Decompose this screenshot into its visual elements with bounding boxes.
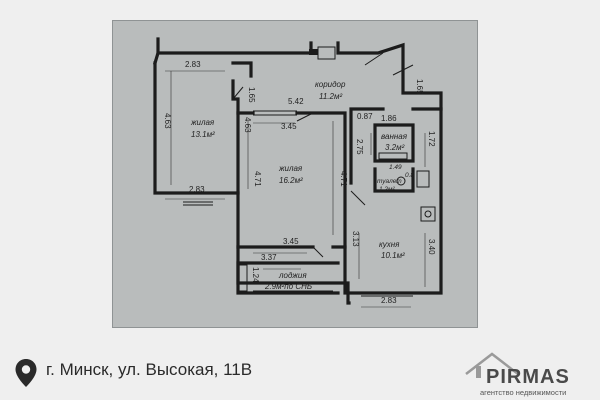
dim-bath-height: 1.72 [427,131,436,147]
location-pin-icon [15,359,37,387]
room-toilet-area: 1.2м² [379,186,395,193]
dim-lines [165,70,426,308]
room-living1-name: жилая [190,118,215,127]
bathtub [378,152,408,160]
brand-logo: PIRMAS агентство недвижимости [462,348,594,397]
wall-room1-corridor [231,61,253,115]
wall-loggia [236,261,340,295]
room-toilet-name: туалет [377,178,402,185]
window-loggia [253,290,333,295]
dim-corr-vert: 2.75 [355,139,364,155]
dim-top-right: 1.65 [415,79,424,95]
room-corridor-area: 11.2м² [319,92,342,101]
sink-fixture [416,170,430,188]
vent-block [317,46,336,60]
dim-bath-wall: 0.87 [357,112,373,121]
room-living2-area: 16.2м² [279,176,303,185]
room-kitchen-area: 10.1м² [381,251,405,260]
floor-plan-drawing: 2.83 1.65 1.65 5.42 4.63 4.63 3.45 2.83 … [153,37,443,308]
dim-room2-bottom: 3.45 [283,237,299,246]
window-room1 [183,201,213,206]
door-swing-loggia [312,246,324,258]
dim-left-height: 4.63 [163,113,172,129]
wall-outline [153,37,443,305]
room-living2-name: жилая [278,164,303,173]
wall-corridor-right [349,107,443,185]
floor-plan: 2.83 1.65 1.65 5.42 4.63 4.63 3.45 2.83 … [112,20,478,328]
door-swing-kitchen [350,190,366,206]
brand-name: PIRMAS [486,366,570,388]
door-swing-room2 [296,112,314,122]
dim-room2-top: 3.45 [281,122,297,131]
dim-toilet-width: 1.49 [389,164,402,171]
dim-top-left: 2.83 [185,60,201,69]
dim-loggia-height: 1.24 [251,267,260,283]
dim-kitchen-left: 3.13 [351,231,360,247]
room-corridor-name: коридор [315,80,346,89]
room-loggia-area: 2.9м²по СНБ [264,282,312,291]
dim-bath-width: 1.86 [381,114,397,123]
dim-room2-left: 4.71 [253,171,262,187]
room-bathroom-area: 3.2м² [385,143,405,152]
dim-corr-width: 5.42 [288,97,304,106]
brand-tagline: агентство недвижимости [480,388,567,397]
property-address: г. Минск, ул. Высокая, 11В [46,360,253,379]
door-swing-room1 [232,86,244,100]
dim-loggia-width: 3.37 [261,253,277,262]
room-living1-area: 13.1м² [191,130,215,139]
wall-room2 [236,111,347,249]
loggia-window-frame [238,264,248,292]
room-kitchen-name: кухня [379,240,400,249]
window-room2 [253,110,297,116]
dim-room2-right: 4.71 [339,171,348,187]
window-kitchen [361,292,413,297]
dim-mid-left-height: 4.63 [243,117,252,133]
door-swing-corridor [364,52,414,76]
wall-left-room [153,51,160,65]
dim-top-mid: 1.65 [247,87,256,103]
room-bathroom-name: ванная [381,132,408,141]
room-loggia-name: лоджия [278,271,307,280]
toilet-fixture [396,176,406,186]
wall-stub [309,49,318,55]
dim-kitchen-right: 3.40 [427,239,436,255]
listing-footer: г. Минск, ул. Высокая, 11В PIRMAS агентс… [0,340,600,400]
stove [420,206,436,222]
wall-bathroom [373,123,415,193]
dim-room1-bottom: 2.83 [189,185,205,194]
stove-burner [424,210,432,218]
dim-kitchen-bottom: 2.83 [381,296,397,305]
dim-toilet-height: 0.8 [405,172,414,179]
house-roof-icon [465,352,519,378]
